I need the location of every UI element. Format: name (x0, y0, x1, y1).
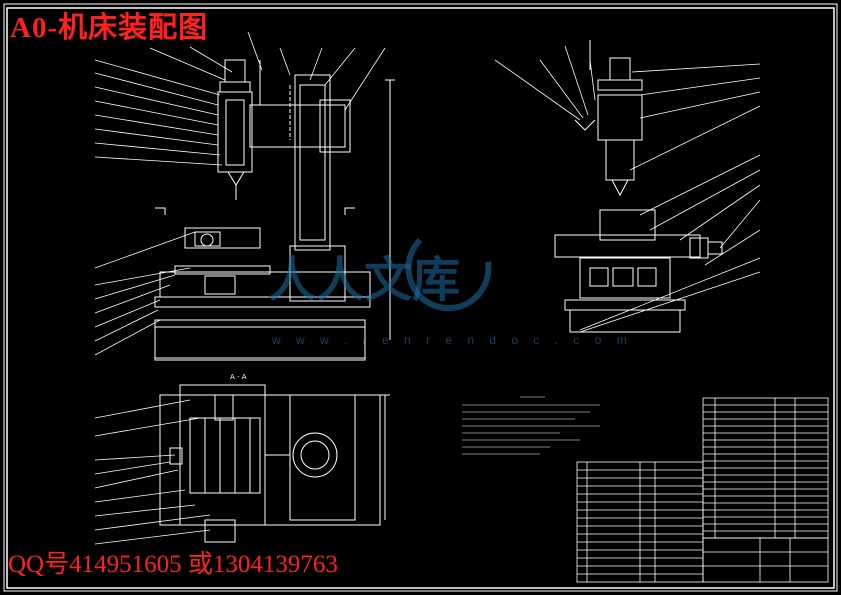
watermark-url: w w w . r e n r e n d o c . c o m (272, 333, 633, 347)
side-view (554, 40, 723, 333)
side-leaders (494, 45, 761, 333)
inner-border (6, 7, 835, 589)
parts-list (576, 397, 829, 583)
watermark-text: 人人文库 (268, 252, 461, 308)
technical-notes (462, 396, 600, 455)
front-view (154, 59, 395, 361)
logo-circle-icon (405, 237, 492, 312)
contact-info: QQ号414951605 或1304139763 (8, 551, 338, 578)
drawing-border (3, 3, 838, 592)
section-label: A - A (230, 373, 247, 381)
drawing-title: A0-机床装配图 (10, 12, 209, 44)
section-leaders (94, 399, 211, 545)
front-leaders (94, 31, 386, 356)
section-view (159, 384, 390, 543)
